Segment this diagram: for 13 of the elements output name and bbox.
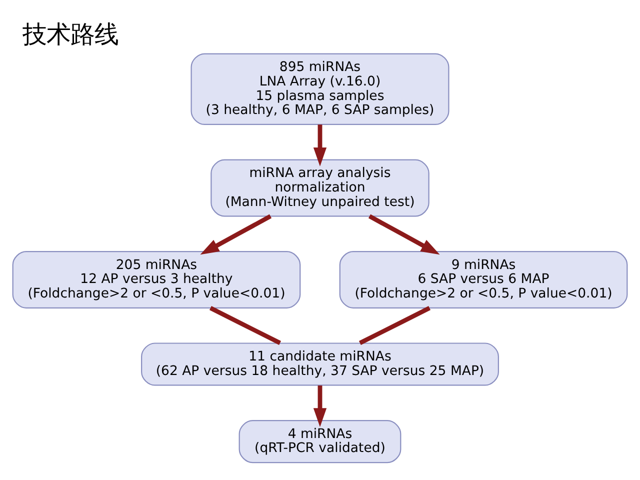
node-box: 205 miRNAs 12 AP versus 3 healthy (Foldchange>2 or <0.5, P value<0.01)	[12, 250, 301, 308]
node-box: 895 miRNAs LNA Array (v.16.0) 15 plasma samples (3 healthy, 6 MAP, 6 SAP samples)	[190, 52, 450, 125]
node-box: 11 candidate miRNAs (62 AP versus 18 healthy, 37 SAP versus 25 MAP)	[141, 342, 499, 386]
arrow	[368, 214, 440, 254]
connector	[358, 306, 431, 344]
node-box: miRNA array analysis normalization (Mann-Witney unpaired test)	[210, 158, 430, 216]
diagram-title: 技术路线	[22, 18, 118, 48]
node-box: 4 miRNAs (qRT-PCR validated)	[238, 420, 402, 463]
connector	[209, 306, 282, 344]
arrow	[313, 384, 327, 426]
arrow	[200, 214, 272, 254]
arrow	[313, 124, 327, 166]
node-box: 9 miRNAs 6 SAP versus 6 MAP (Foldchange>2 or <0.5, P value<0.01)	[339, 250, 628, 308]
